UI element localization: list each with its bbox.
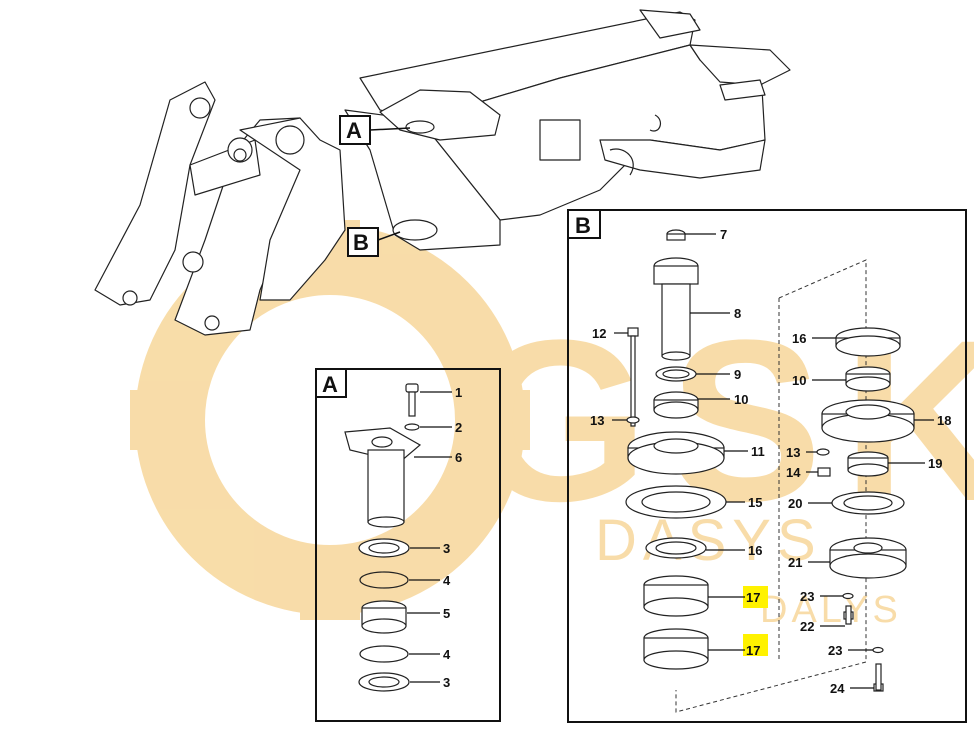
detail-b-label-16-right: 16 — [792, 331, 806, 346]
detail-a-label-8: 3 — [443, 675, 450, 690]
svg-text:A: A — [346, 118, 362, 143]
machine-frame-illustration — [94, 9, 791, 336]
detail-b-label-22: 22 — [800, 619, 814, 634]
detail-a-label-7: 4 — [443, 647, 451, 662]
detail-a-label-6: 5 — [443, 606, 450, 621]
detail-a-parts-drawing — [344, 383, 422, 692]
detail-b-label-19: 19 — [928, 456, 942, 471]
highlight-17-upper — [743, 586, 768, 608]
detail-b-label-18: 18 — [937, 413, 951, 428]
detail-b-label-14: 14 — [786, 465, 801, 480]
overview-callout-a: A — [339, 115, 411, 145]
detail-b-label-17-upper: 17 — [746, 590, 760, 605]
overview-callout-b: B — [347, 227, 401, 257]
detail-box-a: A — [315, 368, 501, 722]
detail-b-label-23-lower: 23 — [828, 643, 842, 658]
detail-b-label-7: 7 — [720, 227, 727, 242]
detail-b-label-20: 20 — [788, 496, 802, 511]
detail-b-label-16: 16 — [748, 543, 762, 558]
detail-a-label-4: 3 — [443, 541, 450, 556]
detail-a-label-5: 4 — [443, 573, 451, 588]
detail-box-b: B — [567, 209, 967, 723]
detail-b-label-13-right: 13 — [786, 445, 800, 460]
detail-b-label-17-lower: 17 — [746, 643, 760, 658]
detail-b-label-10-right: 10 — [792, 373, 806, 388]
svg-text:B: B — [353, 230, 369, 255]
detail-b-label-13: 13 — [590, 413, 604, 428]
detail-b-label-9: 9 — [734, 367, 741, 382]
detail-b-label-11: 11 — [751, 444, 765, 459]
detail-b-label-21: 21 — [788, 555, 802, 570]
detail-a-label-2: 2 — [455, 420, 462, 435]
detail-b-label-8: 8 — [734, 306, 741, 321]
detail-b-right-parts-drawing — [816, 327, 915, 692]
detail-b-label-24: 24 — [830, 681, 845, 696]
detail-b-label-12: 12 — [592, 326, 606, 341]
detail-a-label-1: 1 — [455, 385, 462, 400]
watermark-subtitle-2: DALYS — [760, 589, 902, 631]
detail-b-left-parts-drawing — [625, 229, 727, 670]
detail-b-label-15: 15 — [748, 495, 762, 510]
detail-b-title: B — [575, 213, 591, 238]
highlight-17-lower — [743, 634, 768, 656]
detail-b-label-23-upper: 23 — [800, 589, 814, 604]
detail-b-label-10: 10 — [734, 392, 748, 407]
detail-a-title: A — [322, 372, 338, 397]
detail-a-label-3: 6 — [455, 450, 462, 465]
